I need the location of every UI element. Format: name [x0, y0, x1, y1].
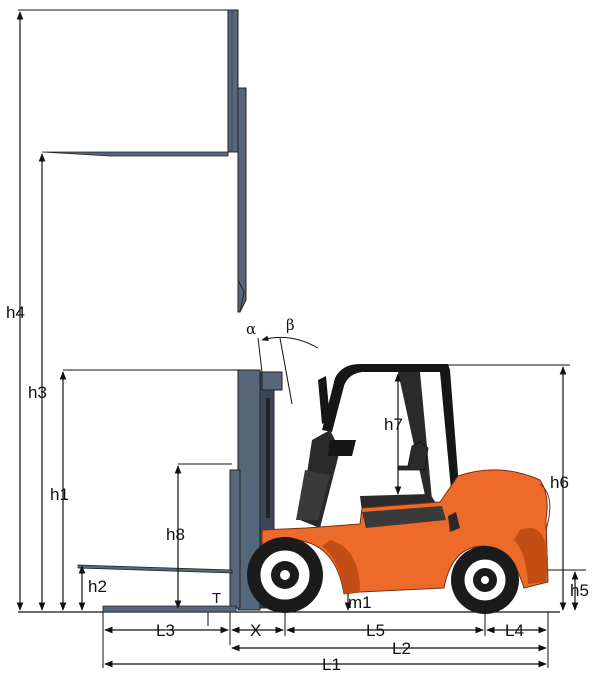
rear-wheel — [451, 546, 519, 614]
label-alpha: α — [246, 320, 256, 338]
label-L3: L3 — [156, 621, 175, 640]
steering-assembly — [296, 376, 356, 528]
raised-mast — [227, 9, 247, 313]
label-L4: L4 — [505, 621, 524, 640]
label-h6: h6 — [550, 473, 569, 492]
label-h1: h1 — [50, 485, 69, 504]
label-L5: L5 — [366, 621, 385, 640]
raised-fork — [18, 9, 229, 157]
fork — [77, 564, 237, 613]
front-wheel — [247, 537, 323, 613]
label-m1: m1 — [348, 593, 372, 612]
label-X: X — [250, 621, 261, 640]
label-h3: h3 — [28, 383, 47, 402]
label-h5: h5 — [570, 581, 589, 600]
label-L2: L2 — [392, 639, 411, 658]
label-beta: β — [286, 316, 295, 334]
label-h2: h2 — [88, 577, 107, 596]
label-h7: h7 — [384, 415, 403, 434]
label-h8: h8 — [166, 525, 185, 544]
label-h4: h4 — [6, 303, 25, 322]
label-L1: L1 — [322, 655, 341, 674]
label-T: T — [212, 590, 221, 607]
